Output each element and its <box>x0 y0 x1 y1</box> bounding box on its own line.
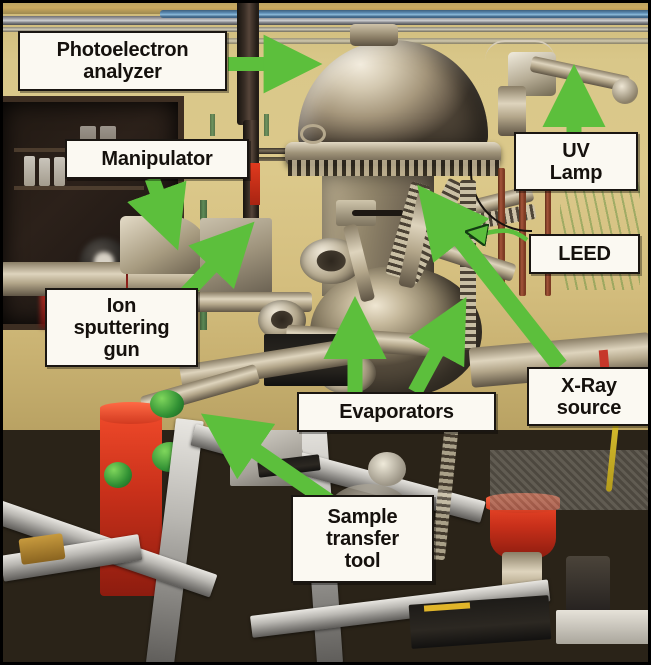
label-ion-sputtering-gun[interactable]: Ion sputtering gun <box>45 288 198 367</box>
green-valve-1 <box>150 390 184 418</box>
label-manipulator[interactable]: Manipulator <box>65 139 249 179</box>
overhead-pipe-1 <box>0 16 651 25</box>
floor-panel <box>556 610 651 644</box>
label-photoelectron-analyzer[interactable]: Photoelectron analyzer <box>18 31 227 91</box>
mesh-panel <box>490 450 651 510</box>
dome-top-flange <box>350 24 398 46</box>
label-uv-lamp[interactable]: UV Lamp <box>514 132 638 191</box>
cabinet-bottle-1 <box>24 156 35 186</box>
cabinet-bottle-2 <box>39 158 50 186</box>
gauge-dial <box>368 452 406 486</box>
cabinet-bottle-3 <box>54 157 65 186</box>
analyzer-bolt-ring <box>288 160 500 176</box>
green-marker-2 <box>264 114 269 136</box>
copper-rod-2 <box>519 168 526 296</box>
red-valve-handle <box>250 163 260 205</box>
label-evaporators[interactable]: Evaporators <box>297 392 496 432</box>
cabinet-shelf-2 <box>14 186 144 190</box>
arrow-manipulator <box>127 175 187 251</box>
arrow-x-ray-source <box>417 184 567 372</box>
arrow-sample-transfer-tool <box>200 413 339 512</box>
overhead-cable <box>485 40 555 60</box>
overhead-blue-pipe <box>160 10 651 18</box>
label-x-ray-source[interactable]: X-Ray source <box>527 367 651 426</box>
uv-lamp-body <box>498 86 526 136</box>
overhead-pipe-2 <box>0 27 651 32</box>
label-leed[interactable]: LEED <box>529 234 640 274</box>
lamp-end-cap <box>612 78 638 104</box>
arrow-evaporators-right <box>408 296 467 396</box>
column-handle <box>352 210 404 216</box>
label-sample-transfer-tool[interactable]: Sample transfer tool <box>291 495 434 583</box>
green-marker-1 <box>210 114 215 136</box>
small-canister <box>566 556 610 612</box>
green-valve-3 <box>104 462 132 488</box>
lifting-eye <box>300 124 326 144</box>
red-cylinder-cap <box>100 402 162 424</box>
arrow-leed <box>474 231 529 240</box>
overhead-pipe-3 <box>180 38 651 44</box>
